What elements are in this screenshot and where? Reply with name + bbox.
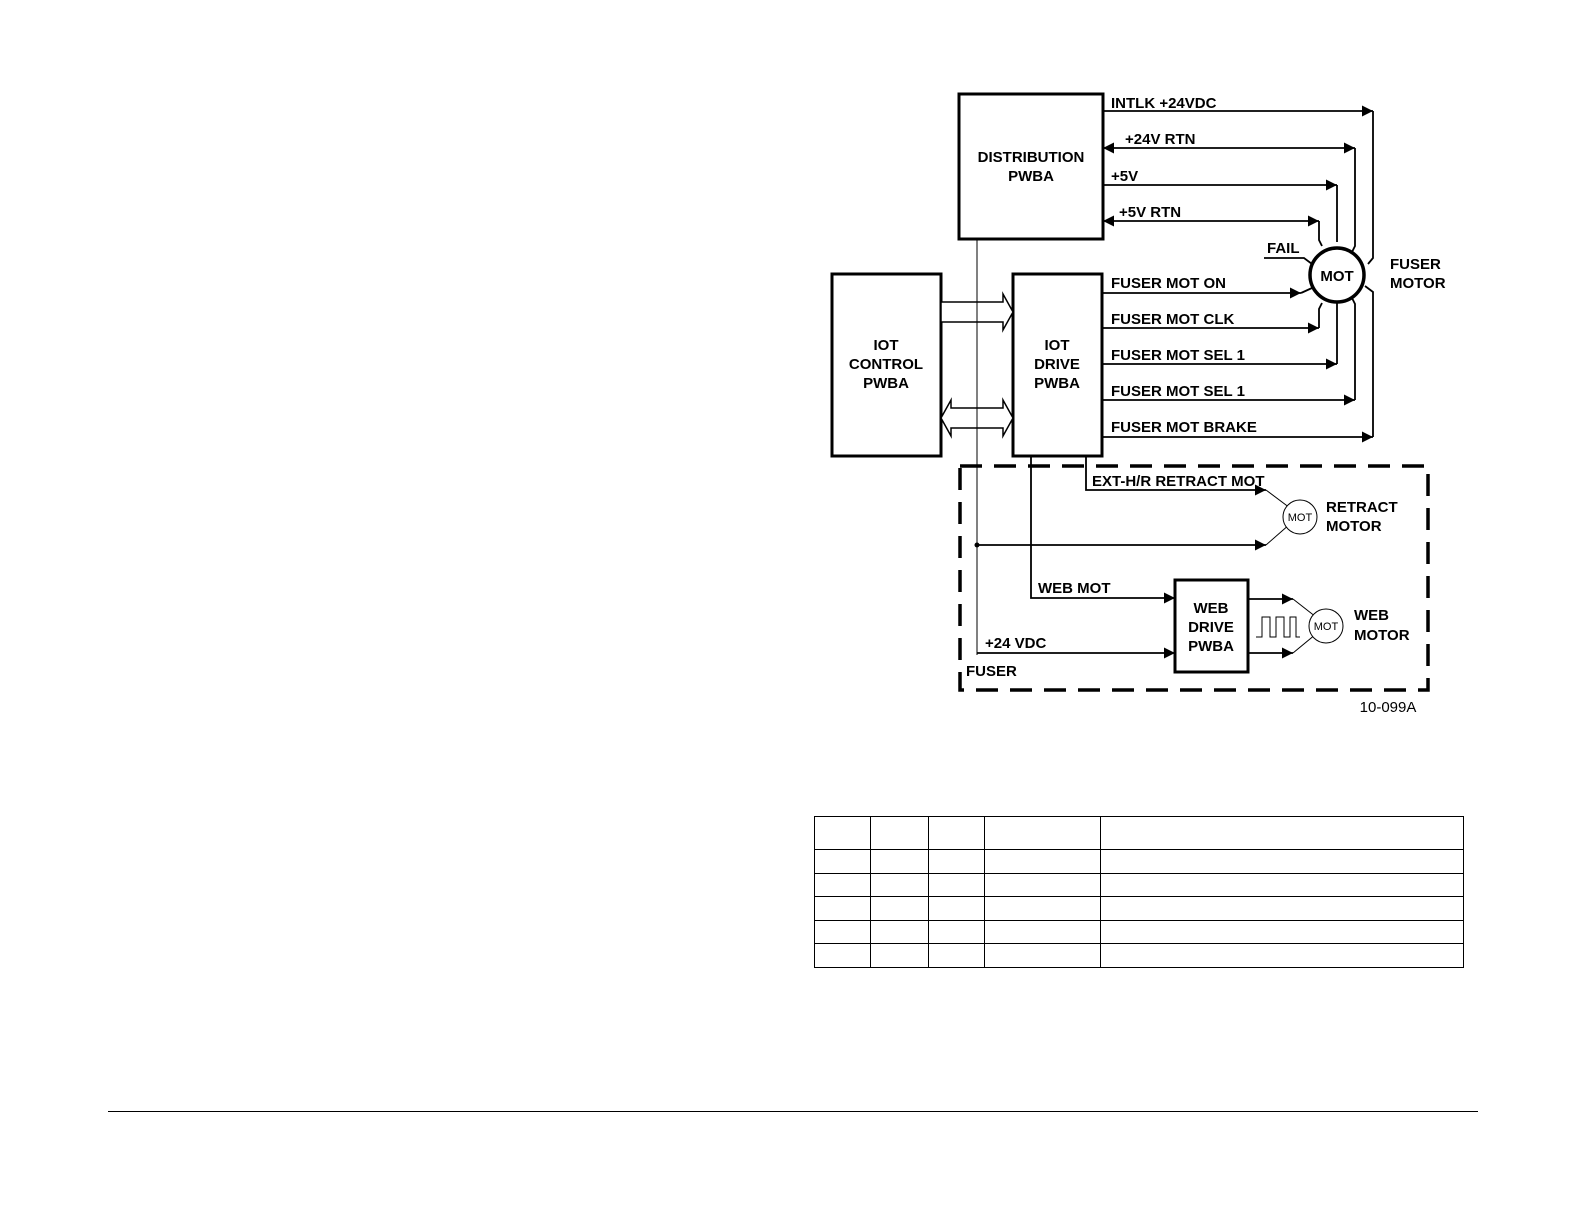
distribution-power-lines: INTLK +24VDC +24V RTN +5V +5V RTN FAIL (1103, 95, 1374, 265)
table-cell (1100, 919, 1464, 945)
iot-control-pwba-line1: IOT (874, 337, 899, 354)
table-cell (1100, 816, 1464, 850)
iot-drive-pwba-line3: PWBA (1034, 375, 1080, 392)
table-row (814, 872, 1464, 898)
fuser-motor-label-line2: MOTOR (1390, 275, 1446, 292)
fuser-motor-label-line1: FUSER (1390, 256, 1441, 273)
distribution-pwba-line2: PWBA (1008, 168, 1054, 185)
web-motor-label-line1: WEB (1354, 607, 1389, 624)
retract-motor-label-line2: MOTOR (1326, 518, 1382, 535)
table-cell (814, 849, 871, 874)
table-cell (814, 943, 871, 968)
table-cell (984, 896, 1101, 921)
fuser-mot-sel-1-label: FUSER MOT SEL 1 (1111, 347, 1245, 364)
table-cell (928, 943, 985, 968)
table-cell (1100, 872, 1464, 898)
footer-divider (108, 1111, 1478, 1112)
intlk-24vdc-label: INTLK +24VDC (1111, 95, 1217, 112)
fuser-mot-sel-1b-label: FUSER MOT SEL 1 (1111, 383, 1245, 400)
table-cell (984, 943, 1101, 968)
table-cell (928, 849, 985, 874)
fuser-area: FUSER (958, 464, 1430, 692)
table-cell (928, 896, 985, 921)
table-cell (870, 943, 929, 968)
table-cell (814, 919, 871, 945)
table-cell (984, 816, 1101, 850)
table-cell (984, 919, 1101, 945)
retract-motor-circuit: EXT-H/R RETRACT MOT MOT RETRACT MOTOR (974, 456, 1398, 551)
web-drive-circuit: WEB MOT +24 VDC WEB DRIVE PWBA MOT WEB M… (977, 456, 1410, 674)
table-cell (870, 816, 929, 850)
distribution-pwba-line1: DISTRIBUTION (978, 149, 1085, 166)
fuser-motor: MOT FUSER MOTOR (1308, 246, 1446, 304)
signal-table (814, 816, 1464, 968)
retract-motor-label-line1: RETRACT (1326, 499, 1398, 516)
5v-label: +5V (1111, 168, 1138, 185)
table-cell (814, 872, 871, 898)
web-drive-pwba-line2: DRIVE (1188, 619, 1234, 636)
iot-control-pwba-line2: CONTROL (849, 356, 923, 373)
table-row (814, 896, 1464, 921)
table-cell (1100, 896, 1464, 921)
web-drive-pwba-line3: PWBA (1188, 638, 1234, 655)
table-row (814, 919, 1464, 945)
table-cell (814, 896, 871, 921)
table-cell (928, 919, 985, 945)
web-drive-pwba-block: WEB DRIVE PWBA (1173, 578, 1250, 674)
table-row (814, 943, 1464, 968)
table-cell (928, 872, 985, 898)
ext-hr-retract-mot-label: EXT-H/R RETRACT MOT (1092, 473, 1265, 490)
table-cell (870, 896, 929, 921)
table-row (814, 816, 1464, 850)
fuser-mot-clk-label: FUSER MOT CLK (1111, 311, 1234, 328)
iot-drive-pwba-line2: DRIVE (1034, 356, 1080, 373)
table-cell (870, 849, 929, 874)
table-cell (984, 872, 1101, 898)
iot-drive-control-lines: FUSER MOT ON FUSER MOT CLK FUSER MOT SEL… (1102, 275, 1374, 443)
distribution-pwba-block: DISTRIBUTION PWBA (957, 92, 1105, 241)
table-cell (870, 919, 929, 945)
iot-control-pwba-line3: PWBA (863, 375, 909, 392)
fuser-area-label: FUSER (966, 663, 1017, 680)
web-drive-pwba-line1: WEB (1194, 600, 1229, 617)
24v-rtn-label: +24V RTN (1125, 131, 1195, 148)
fuser-motor-symbol: MOT (1320, 268, 1353, 285)
web-motor-label-line2: MOTOR (1354, 627, 1410, 644)
table-cell (928, 816, 985, 850)
iot-drive-pwba-block: IOT DRIVE PWBA (1011, 272, 1104, 458)
table-cell (984, 849, 1101, 874)
24-vdc-label: +24 VDC (985, 635, 1046, 652)
figure-id: 10-099A (1360, 699, 1417, 716)
web-mot-label: WEB MOT (1038, 580, 1111, 597)
pulse-waveform-icon (1256, 616, 1300, 638)
retract-motor-symbol: MOT (1288, 512, 1313, 524)
5v-rtn-label: +5V RTN (1119, 204, 1181, 221)
table-cell (870, 872, 929, 898)
iot-control-pwba-block: IOT CONTROL PWBA (830, 272, 943, 458)
fail-label: FAIL (1267, 240, 1300, 257)
fuser-area-border (958, 464, 1430, 692)
iot-drive-pwba-line1: IOT (1045, 337, 1070, 354)
table-row (814, 849, 1464, 874)
fuser-mot-brake-label: FUSER MOT BRAKE (1111, 419, 1257, 436)
table-cell (1100, 849, 1464, 874)
web-motor-symbol: MOT (1314, 621, 1339, 633)
table-cell (1100, 943, 1464, 968)
table-cell (814, 816, 871, 850)
fuser-mot-on-label: FUSER MOT ON (1111, 275, 1226, 292)
